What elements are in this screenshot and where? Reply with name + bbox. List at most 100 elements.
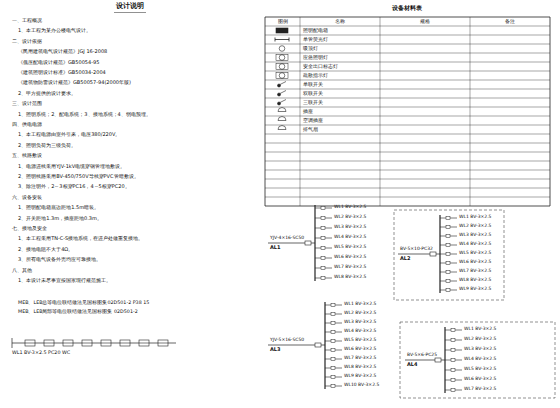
branch-wire xyxy=(325,268,332,269)
branch-wire xyxy=(440,290,446,291)
lamp-symbol xyxy=(279,55,285,61)
branch-wire xyxy=(445,370,451,371)
branch-wire xyxy=(325,248,332,249)
switch-symbol xyxy=(280,91,286,94)
branch-wire xyxy=(335,377,342,378)
table-rule xyxy=(265,98,550,99)
lamp-tube xyxy=(82,343,92,344)
branch-wire xyxy=(440,227,446,228)
branch-wire xyxy=(335,386,342,387)
switch-symbol xyxy=(280,82,286,85)
lamp-symbol xyxy=(63,340,73,346)
branch-wire xyxy=(455,370,462,371)
branch-wire xyxy=(450,254,457,255)
note-line: 2、开关距地1.3m，插座距地0.3m。 xyxy=(18,216,102,222)
branch-breaker xyxy=(331,367,335,370)
note-line: 2、照明线路采用BV-450/750V导线穿PVC管暗敷设。 xyxy=(18,174,139,180)
circuit-label: WL3 BV-3×2.5 xyxy=(344,320,376,325)
branch-wire xyxy=(335,323,342,324)
title-underline xyxy=(114,12,146,13)
branch-wire xyxy=(455,330,462,331)
cable-label: BV-5×10-PC32 xyxy=(400,247,433,252)
note-heading: 一、工程概况 xyxy=(12,18,42,24)
branch-wire xyxy=(325,368,331,369)
panel-name: AL1 xyxy=(270,245,281,251)
lamp-tube xyxy=(139,343,149,344)
incoming-feeder xyxy=(436,254,440,255)
circuit-label: WL8 BV-3×2.5 xyxy=(344,365,376,370)
table-rule xyxy=(265,161,550,162)
table-cell: 单联开关 xyxy=(303,82,323,88)
table-rule xyxy=(265,143,550,144)
note-heading: 四、供电电源 xyxy=(12,122,42,128)
circuit-label: WL4 BV-3×2.5 xyxy=(464,357,496,362)
branch-wire xyxy=(325,208,332,209)
branch-breaker xyxy=(321,237,325,240)
circuit-label: WL1 BV-3×2.5 xyxy=(464,327,496,332)
cable-label: BV-5×6-PC25 xyxy=(407,353,437,358)
branch-breaker xyxy=(321,207,325,210)
circuit-label: WL7 BV-3×2.5 xyxy=(334,265,366,270)
lamp-tube xyxy=(63,343,73,344)
circuit-label: WL2 BV-3×2.5 xyxy=(334,215,366,220)
incoming-feeder xyxy=(268,243,305,244)
table-rule xyxy=(265,116,550,117)
branch-breaker xyxy=(331,349,335,352)
table-rule xyxy=(550,17,551,206)
branch-breaker xyxy=(451,389,455,392)
lamp-symbol xyxy=(101,340,111,346)
main-breaker xyxy=(305,241,311,245)
branch-wire xyxy=(315,258,321,259)
branch-breaker xyxy=(321,257,325,260)
branch-wire xyxy=(315,238,321,239)
branch-breaker xyxy=(451,359,455,362)
table-title: 设备材料表 xyxy=(392,5,422,12)
branch-breaker xyxy=(446,244,450,247)
lamp-symbol xyxy=(25,340,35,346)
table-rule xyxy=(380,17,381,206)
cable-label: YJV-4×16-SC50 xyxy=(270,236,304,241)
table-cell: 疏散指示灯 xyxy=(303,73,328,79)
circuit-label: WL3 BV-3×2.5 xyxy=(459,233,491,238)
table-rule xyxy=(265,89,550,90)
branch-wire xyxy=(445,350,451,351)
exit-sign-symbol xyxy=(276,64,288,70)
circuit-label: WL6 BV-3×2.5 xyxy=(464,377,496,382)
branch-wire xyxy=(325,258,332,259)
branch-wire xyxy=(450,218,457,219)
lamp-symbol xyxy=(120,340,130,346)
sheet-title: 设计说明 xyxy=(116,3,144,11)
socket-symbol xyxy=(278,126,286,130)
table-header: 规格 xyxy=(420,19,430,25)
table-cell: 插座 xyxy=(303,109,313,115)
branch-wire xyxy=(440,218,446,219)
table-rule xyxy=(265,197,550,198)
branch-wire xyxy=(325,278,332,279)
branch-wire xyxy=(335,341,342,342)
circuit-label: WL5 BV-3×2.5 xyxy=(344,338,376,343)
table-cell: 双联开关 xyxy=(303,91,323,97)
note-line: 《低压配电设计规范》GB50054-95 xyxy=(18,60,99,66)
lamp-symbol xyxy=(44,340,54,346)
note-line: 1、本工程电源由室外引来，电压380/220V。 xyxy=(18,132,120,138)
note-line: 2、照明负荷为三级负荷。 xyxy=(18,143,76,149)
branch-wire xyxy=(325,377,331,378)
circuit-label: WL4 BV-3×2.5 xyxy=(459,242,491,247)
branch-breaker xyxy=(451,369,455,372)
table-rule xyxy=(265,107,550,108)
table-cell: 空调插座 xyxy=(303,118,323,124)
branch-breaker xyxy=(321,277,325,280)
main-breaker xyxy=(435,358,441,362)
branch-breaker xyxy=(331,376,335,379)
branch-wire xyxy=(455,340,462,341)
branch-wire xyxy=(315,208,321,209)
lamp-tube xyxy=(158,343,168,344)
circuit-label: WL6 BV-3×2.5 xyxy=(459,260,491,265)
panel-enclosure xyxy=(394,210,504,300)
circuit-label: WL9 BV-3×2.5 xyxy=(459,287,491,292)
branch-wire xyxy=(325,332,331,333)
branch-wire xyxy=(325,350,331,351)
branch-wire xyxy=(325,228,332,229)
note-line: 3、所有电气设备外壳均应可靠接地。 xyxy=(18,257,101,263)
socket-symbol xyxy=(278,129,286,130)
